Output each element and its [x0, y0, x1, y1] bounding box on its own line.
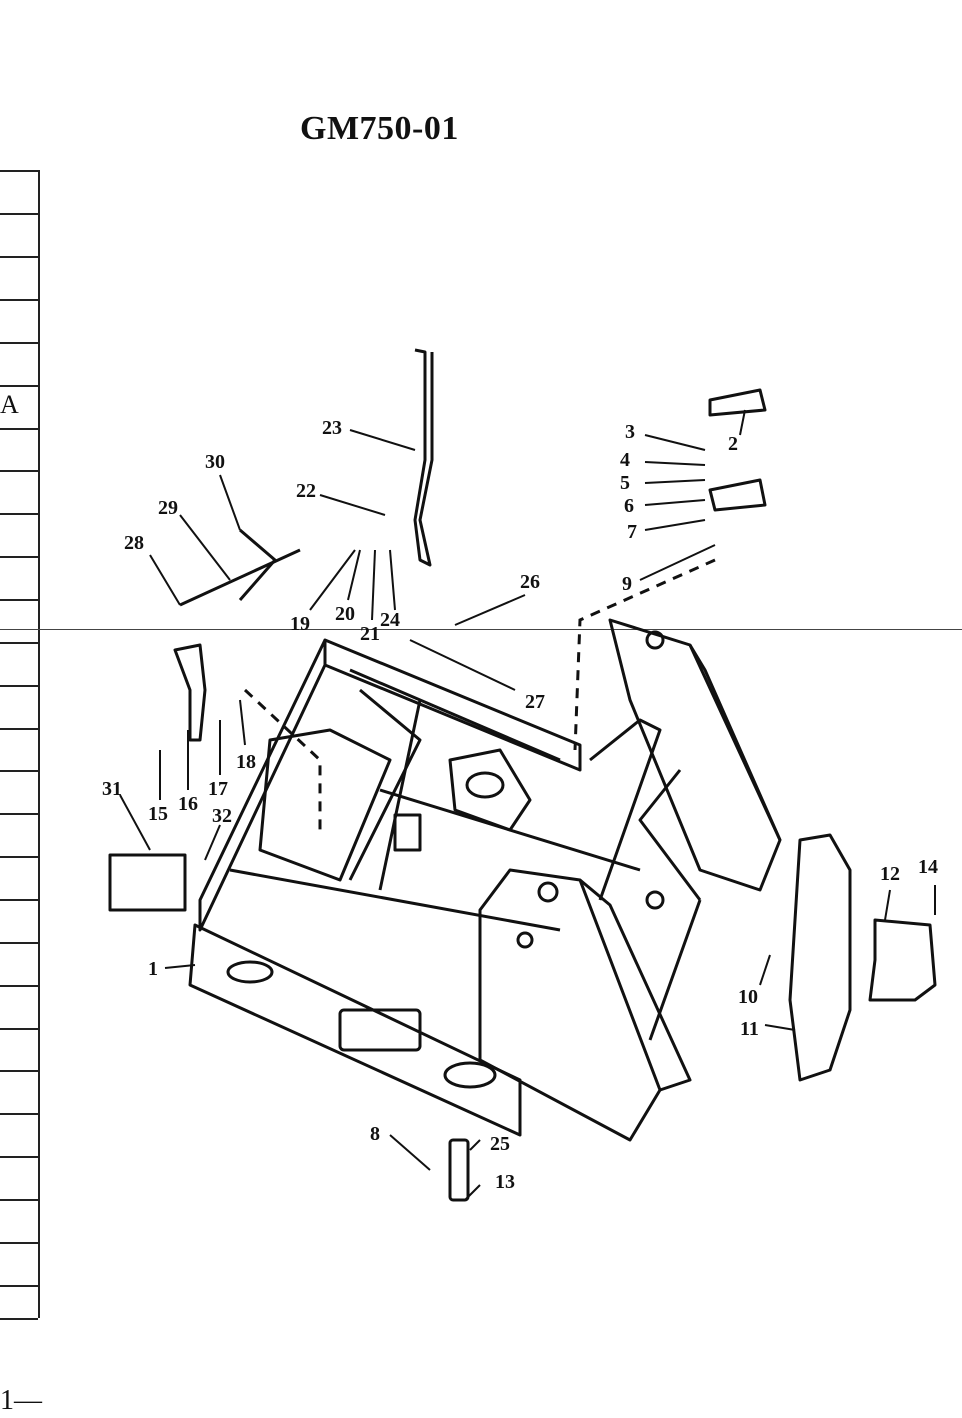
part-callout-14: 14 [918, 856, 938, 878]
part-callout-11: 11 [740, 1018, 759, 1040]
part-callout-30: 30 [205, 451, 225, 473]
part-callout-5: 5 [620, 472, 630, 494]
page-number: 1— [0, 1385, 42, 1416]
part-callout-26: 26 [520, 571, 540, 593]
table-row-line [0, 642, 38, 644]
table-row-line [0, 1242, 38, 1244]
table-row-line [0, 942, 38, 944]
frame-front-panel [188, 923, 522, 1137]
table-row-line [0, 428, 38, 430]
part-callout-22: 22 [296, 480, 316, 502]
table-row-line [0, 728, 38, 730]
part-callout-12: 12 [880, 863, 900, 885]
plate-31 [108, 853, 187, 912]
frame-left-side [198, 639, 327, 932]
part-callout-23: 23 [322, 417, 342, 439]
part-callout-6: 6 [624, 495, 634, 517]
part-callout-25: 25 [490, 1133, 510, 1155]
left-margin-table [0, 170, 40, 1320]
table-row-line [0, 342, 38, 344]
table-row-line [0, 899, 38, 901]
part-callout-19: 19 [290, 613, 310, 635]
lever-23 [413, 348, 434, 567]
frame-left-rail [323, 638, 582, 772]
part-callout-17: 17 [208, 778, 228, 800]
table-row-line [0, 385, 38, 387]
table-row-line [0, 1318, 38, 1320]
table-row-line [0, 1028, 38, 1030]
part-callout-21: 21 [360, 623, 380, 645]
table-row-line [0, 685, 38, 687]
part-callout-4: 4 [620, 449, 630, 471]
table-row-line [0, 1070, 38, 1072]
table-row-line [0, 1156, 38, 1158]
table-row-line [0, 170, 38, 172]
part-callout-24: 24 [380, 609, 400, 631]
part-callout-13: 13 [495, 1171, 515, 1193]
frame-right-tower-front [478, 868, 662, 1142]
part-callout-27: 27 [525, 691, 545, 713]
table-row-line [0, 556, 38, 558]
table-row-line [0, 299, 38, 301]
frame-right-tower-back [608, 618, 782, 892]
table-row-line [0, 985, 38, 987]
table-row-line [0, 256, 38, 258]
table-row-line [0, 770, 38, 772]
part-callout-2: 2 [728, 433, 738, 455]
table-row-line [0, 813, 38, 815]
table-row-line [0, 213, 38, 215]
table-row-line [0, 1113, 38, 1115]
part-callout-31: 31 [102, 778, 122, 800]
bracket-12 [868, 918, 937, 1002]
part-callout-8: 8 [370, 1123, 380, 1145]
table-row-line [0, 470, 38, 472]
table-row-line [0, 856, 38, 858]
table-row-line [0, 513, 38, 515]
table-row-line [0, 599, 38, 601]
part-callout-7: 7 [627, 521, 637, 543]
part-callout-15: 15 [148, 803, 168, 825]
table-row-line [0, 1199, 38, 1201]
part-callout-29: 29 [158, 497, 178, 519]
part-callout-20: 20 [335, 603, 355, 625]
part-callout-1: 1 [148, 958, 158, 980]
horizontal-rule [0, 629, 962, 630]
drawing-title: GM750-01 [300, 110, 459, 147]
part-callout-9: 9 [622, 573, 632, 595]
part-callout-10: 10 [738, 986, 758, 1008]
part-callout-28: 28 [124, 532, 144, 554]
part-callout-32: 32 [212, 805, 232, 827]
part-callout-18: 18 [236, 751, 256, 773]
table-row-line [0, 1285, 38, 1287]
counterweight-11 [788, 833, 852, 1082]
part-callout-16: 16 [178, 793, 198, 815]
margin-letter: A [0, 390, 19, 419]
part-callout-3: 3 [625, 421, 635, 443]
